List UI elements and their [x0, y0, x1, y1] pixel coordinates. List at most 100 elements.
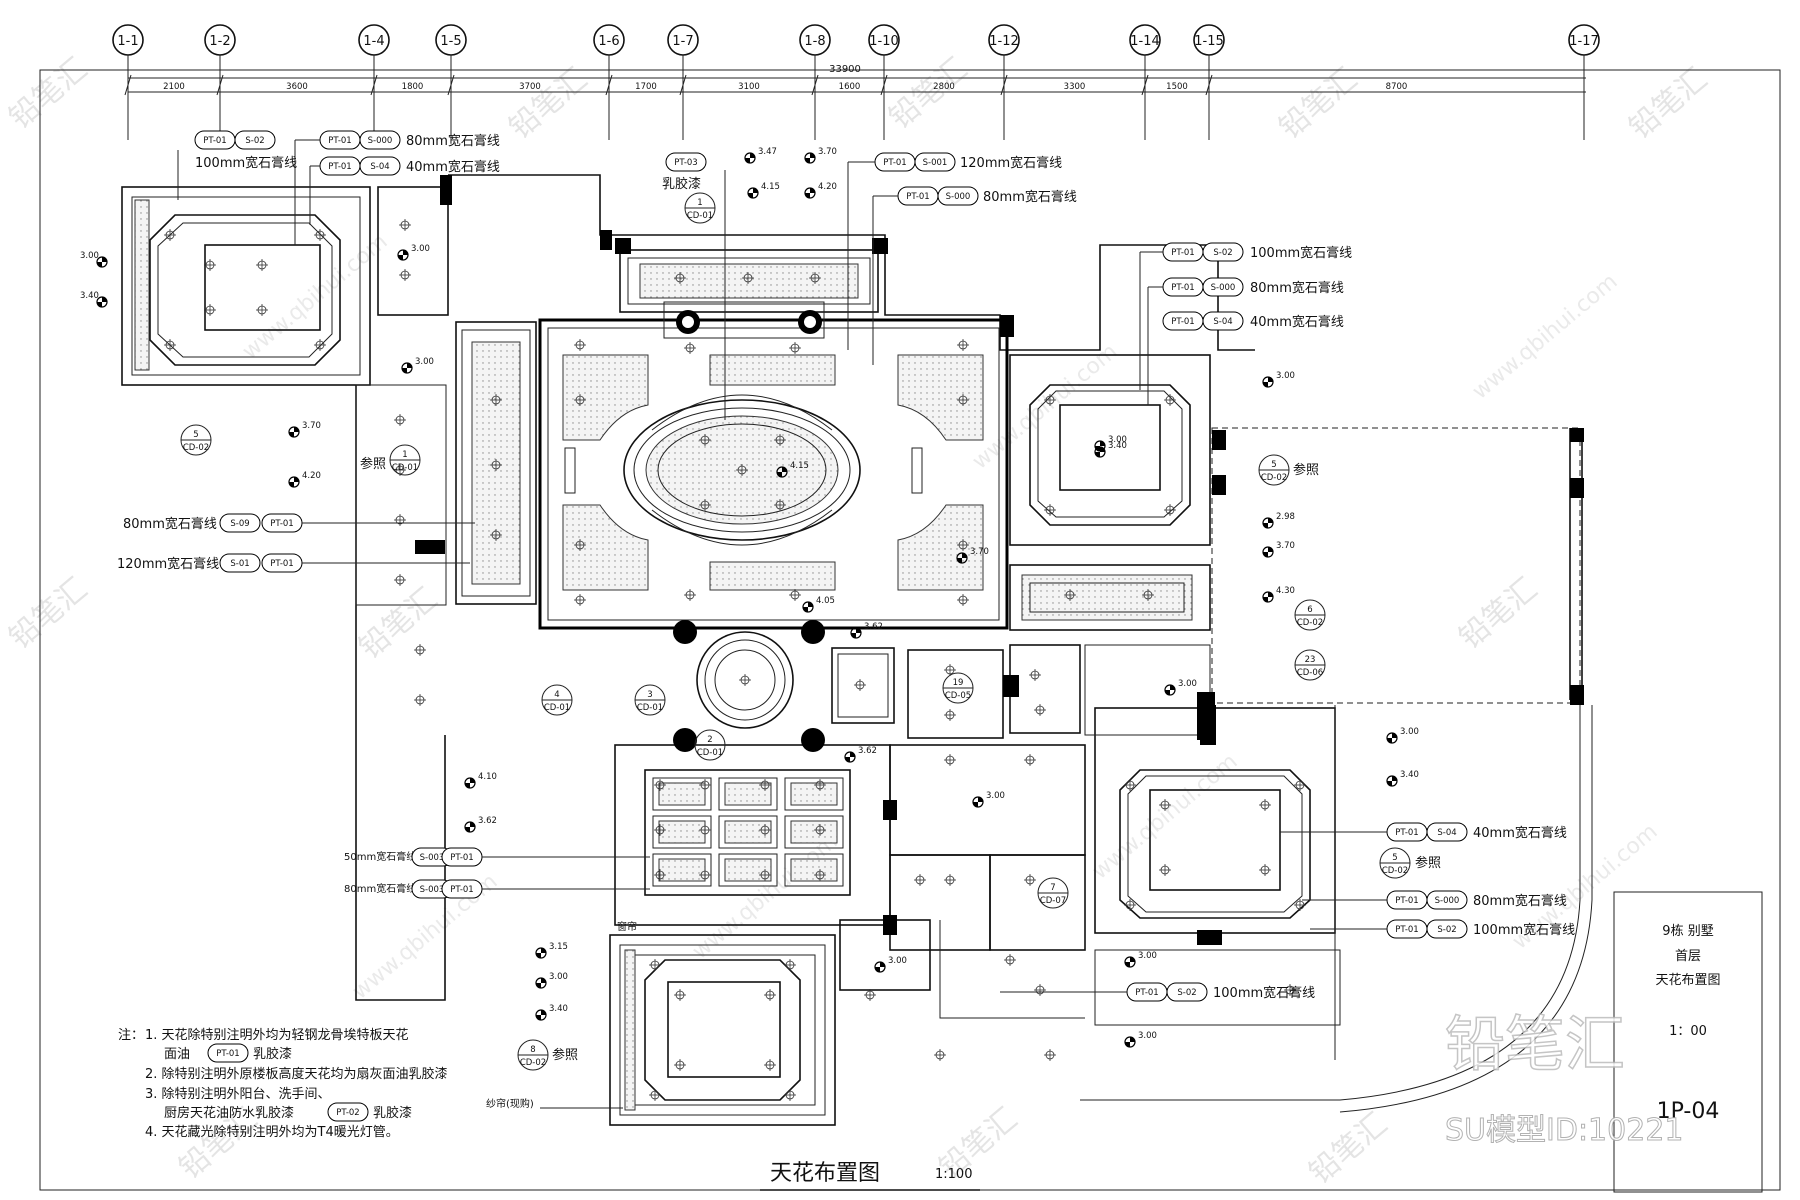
coffer-inner	[658, 782, 706, 806]
level-marker: 3.00	[1124, 1031, 1157, 1048]
level-value: 3.00	[1108, 435, 1127, 445]
downlight	[1258, 798, 1272, 812]
watermark-brand: 铅笔汇	[1273, 61, 1364, 146]
callout-text: 40mm宽石膏线	[406, 159, 500, 175]
s003-tag: S-003	[420, 885, 445, 895]
coffer-inner	[790, 820, 838, 844]
level-value: 3.00	[888, 956, 907, 966]
level-marker: 3.62	[464, 816, 497, 833]
callout-left-middle: 80mm宽石膏线 S-09 PT-01 120mm宽石膏线 S-01 PT-01	[117, 513, 475, 573]
pt01-tag: PT-01	[906, 192, 929, 202]
project-name: 9栋 别墅	[1662, 923, 1713, 939]
level-marker: 2.98	[1262, 512, 1295, 529]
note-1a: 1. 天花除特别注明外均为轻钢龙骨埃特板天花	[145, 1027, 409, 1043]
pt01-tag: PT-01	[883, 158, 906, 168]
pt01-tag: PT-01	[216, 1049, 239, 1059]
detail-number: 7	[1050, 883, 1055, 893]
downlight	[956, 593, 970, 607]
level-value: 3.00	[1138, 951, 1157, 961]
grid-axis-label: 1-14	[1130, 34, 1160, 49]
level-value: 4.15	[761, 182, 780, 192]
downlight	[313, 228, 327, 242]
downlight	[788, 588, 802, 602]
level-value: 3.15	[549, 942, 568, 952]
drawing-scale: 1:100	[935, 1167, 972, 1182]
level-value: 3.00	[411, 244, 430, 254]
level-value: 4.30	[1276, 586, 1295, 596]
callout-text: 80mm宽石膏线	[123, 516, 217, 532]
grid-axis-1-10: 1-10	[868, 24, 900, 140]
pt01-tag: PT-01	[1171, 248, 1194, 258]
level-value: 4.15	[790, 461, 809, 471]
level-marker: 3.40	[80, 291, 108, 308]
downlight	[1158, 863, 1172, 877]
downlight	[763, 1058, 777, 1072]
note-1b: 面油	[164, 1047, 190, 1062]
detail-sheet: CD-06	[1297, 668, 1323, 678]
downlight	[943, 663, 957, 677]
level-marker: 4.30	[1262, 586, 1295, 603]
detail-sheet: CD-07	[1040, 896, 1066, 906]
grid-axis-1-17: 1-17	[1568, 24, 1600, 140]
pt01-tag: PT-01	[1171, 317, 1194, 327]
watermark-brand: 铅笔汇	[353, 581, 444, 666]
title-block: 9栋 别墅 首层 天花布置图 1：00 1P-04	[1613, 891, 1763, 1193]
coffer-inner	[724, 858, 772, 882]
detail-reference: 6CD-02	[1294, 599, 1326, 631]
coffer-cell	[784, 815, 844, 849]
level-value: 3.00	[80, 251, 99, 261]
watermark-brand: 铅笔汇	[503, 61, 594, 146]
level-marker: 3.70	[1262, 541, 1295, 558]
downlight	[673, 1058, 687, 1072]
grid-axis-1-8: 1-8	[799, 24, 831, 140]
segment-dimension: 3700	[519, 82, 541, 92]
level-value: 3.00	[1400, 727, 1419, 737]
level-value: 3.70	[302, 421, 321, 431]
sheet-number: 1P-04	[1657, 1099, 1720, 1124]
level-value: 3.00	[549, 972, 568, 982]
callout-text: 100mm宽石膏线	[1250, 245, 1352, 261]
segment-dimension: 1700	[635, 82, 657, 92]
detail-sheet: CD-01	[392, 463, 418, 473]
level-marker: 4.10	[464, 772, 497, 789]
grid-axis-1-14: 1-14	[1129, 24, 1161, 140]
grid-axis-label: 1-7	[672, 34, 693, 49]
level-marker: 3.40	[535, 1004, 568, 1021]
downlight	[783, 1088, 797, 1102]
grid-axis-label: 1-8	[804, 34, 825, 49]
callout-ul-2: PT-01 S-000 80mm宽石膏线 PT-01 S-04 40mm宽石膏线	[294, 130, 500, 245]
note-4: 4. 天花藏光除特别注明外均为T4暖光灯管。	[145, 1124, 399, 1140]
grid-axis-1-7: 1-7	[667, 24, 699, 140]
detail-number: 3	[647, 690, 652, 700]
level-marker: 4.20	[288, 471, 321, 488]
note-3b: 厨房天花油防水乳胶漆	[164, 1105, 294, 1121]
level-marker: 3.00	[1124, 951, 1157, 968]
downlight	[738, 673, 752, 687]
notes-lead: 注：	[118, 1028, 144, 1043]
s000-tag: S-000	[946, 192, 971, 202]
detail-reference: 5CD-02	[1258, 454, 1290, 486]
detail-sheet: CD-02	[1261, 473, 1287, 483]
level-value: 3.62	[864, 622, 883, 632]
pt01-tag: PT-01	[450, 853, 473, 863]
downlight	[1123, 898, 1137, 912]
grid-axis-1-1: 1-1	[112, 24, 144, 140]
level-marker: 3.15	[535, 942, 568, 959]
callout-text: 120mm宽石膏线	[117, 556, 219, 572]
coffer-cell	[718, 777, 778, 811]
s04-tag: S-04	[1213, 317, 1232, 327]
downlight	[763, 988, 777, 1002]
coffer-inner	[790, 782, 838, 806]
segment-dimension: 1500	[1166, 82, 1188, 92]
downlight	[1028, 668, 1042, 682]
s04-tag: S-04	[370, 162, 389, 172]
detail-sheet: CD-02	[520, 1058, 546, 1068]
detail-number: 1	[697, 198, 702, 208]
s02-tag: S-02	[245, 136, 264, 146]
detail-sheet: CD-05	[945, 691, 971, 701]
s02-tag: S-02	[1177, 988, 1196, 998]
detail-reference: 7CD-07	[1037, 877, 1069, 909]
level-marker: 3.00	[535, 972, 568, 989]
note-3c: 乳胶漆	[373, 1105, 412, 1121]
reference-label: 参照	[1293, 462, 1319, 478]
